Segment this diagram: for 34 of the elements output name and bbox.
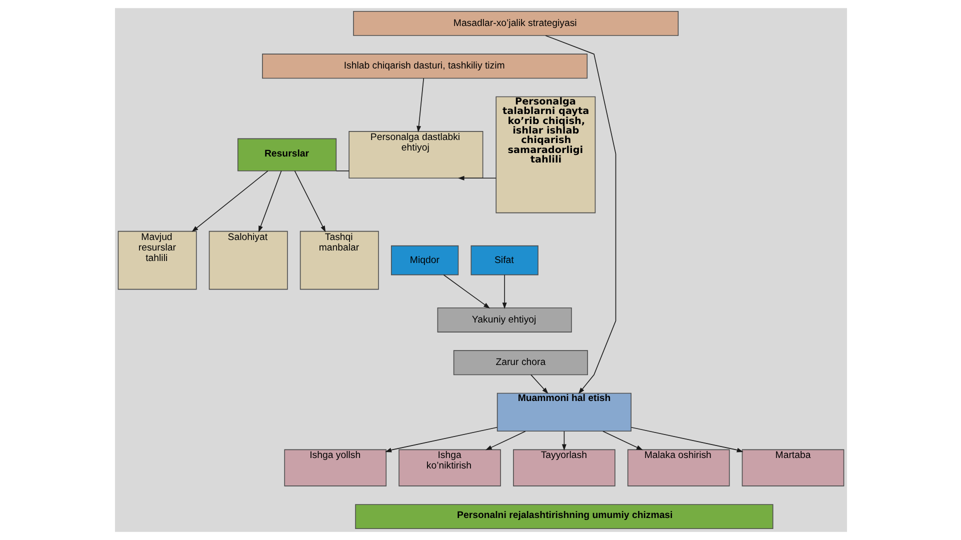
node-box: Martaba (741, 449, 844, 486)
node-box: Miqdor (390, 245, 458, 276)
node-box: Personalga dastlabki ehtiyoj (348, 131, 483, 179)
arrow (294, 170, 326, 232)
node-box: Tayyorlash (512, 449, 615, 486)
node-box: Ishlab chiqarish dasturi, tashkiliy tizim (262, 54, 588, 79)
node-box: Zarur chora (452, 350, 588, 376)
node-box: Muammoni hal etish (496, 392, 631, 432)
connector (335, 170, 349, 172)
node-box: Ishga yollsh (284, 449, 386, 486)
node-box: Malaka oshirish (626, 449, 730, 486)
arrow (484, 430, 526, 450)
node-box: Personalni rejalashtirishning umumiy chizmasi (354, 504, 773, 530)
node-box: Tashqi manbalar (299, 230, 378, 290)
node-box: Salohiyat (208, 230, 288, 290)
arrow (561, 430, 566, 451)
node-box: Ishga ko’niktirish (398, 449, 500, 486)
arrow (457, 176, 496, 180)
arrow (416, 78, 424, 132)
arrow (258, 170, 282, 232)
arrow (602, 430, 642, 450)
node-box: Mavjud resurslar tahlili (117, 230, 196, 290)
node-box: Resurslar (236, 138, 336, 172)
arrow (384, 426, 497, 452)
arrow (530, 374, 548, 394)
arrow (191, 170, 268, 232)
node-box: Masadlar-xo’jalik strategiyasi (352, 10, 678, 36)
node-box: Personalga talablarni qayta ko’rib chiqish, ishlar ishlab chiqarish samaradorligi tahlili (495, 96, 596, 214)
arrow (630, 426, 743, 452)
arrow (502, 274, 506, 310)
arrow (544, 35, 616, 394)
arrow (442, 274, 490, 309)
node-box: Yakuniy ehtiyoj (436, 307, 572, 332)
node-box: Sifat (470, 245, 538, 276)
